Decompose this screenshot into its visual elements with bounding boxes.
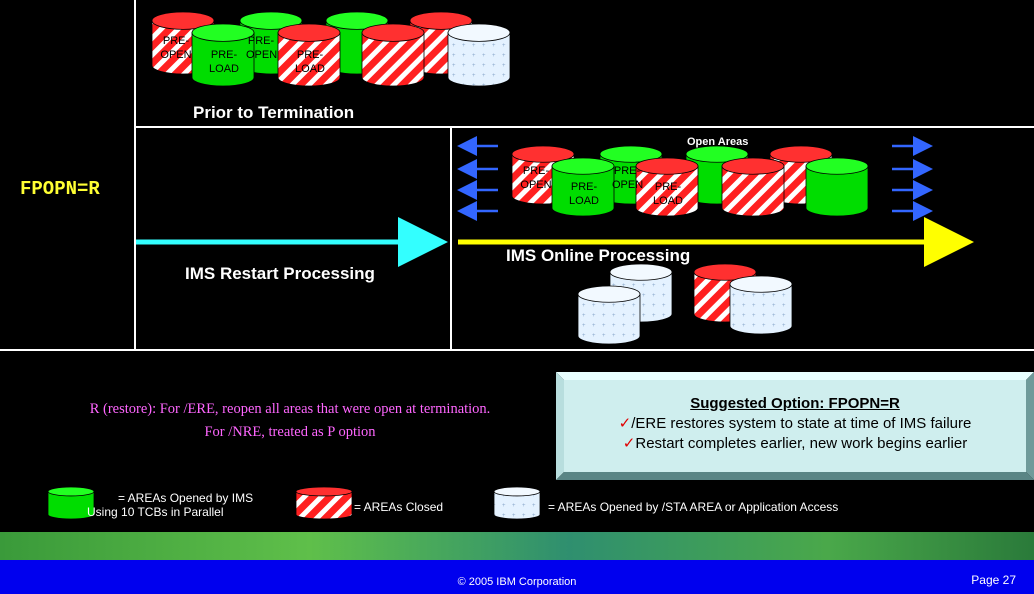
divider-bottom — [0, 349, 1034, 351]
divider-left — [134, 0, 136, 350]
drum-closed — [361, 23, 425, 87]
drum-sta-open — [447, 23, 511, 87]
open-areas-label: Open Areas — [687, 136, 749, 148]
ims-restart-label: IMS Restart Processing — [185, 264, 375, 283]
drum-preload-closed — [277, 23, 341, 87]
drum-sta-open — [577, 285, 641, 345]
suggested-bullet-2: ✓Restart completes earlier, new work beg… — [622, 435, 968, 452]
drum-sta-open — [729, 275, 793, 335]
legend-blue-icon — [493, 486, 541, 520]
copyright: © 2005 IBM Corporation — [457, 576, 577, 588]
bevel-frame — [556, 372, 1034, 480]
drum-closed — [721, 157, 785, 217]
legend-blue-label: = AREAs Opened by /STA AREA or Applicati… — [548, 500, 839, 514]
legend-green-icon — [47, 486, 95, 520]
drum-label-preopen: PRE- OPEN — [246, 35, 278, 61]
page-number: Page 27 — [971, 573, 1016, 587]
legend-closed-icon — [295, 486, 353, 520]
legend-green-label: = AREAs Opened by IMS Using 10 TCBs in P… — [87, 491, 254, 519]
drum-label-preopen: PRE- OPEN — [612, 165, 644, 191]
blue-arrows-left — [457, 136, 498, 221]
ims-online-label: IMS Online Processing — [506, 246, 691, 265]
divider-phase — [450, 126, 452, 350]
blue-arrows-right — [892, 136, 933, 221]
drum-label-preload: PRE- LOAD — [295, 49, 325, 75]
legend-closed-label: = AREAs Closed — [354, 500, 444, 514]
drum-label-preload: PRE- LOAD — [569, 181, 599, 207]
restore-description: R (restore): For /ERE, reopen all areas … — [20, 398, 560, 444]
suggested-bullet-1: ✓/ERE restores system to state at time o… — [618, 415, 972, 432]
restore-line-2: For /NRE, treated as P option — [204, 424, 376, 440]
decorative-image-strip — [0, 532, 1034, 560]
drum-label-preopen: PRE- OPEN — [520, 165, 552, 191]
drum-preload — [551, 157, 615, 217]
divider-mid — [134, 126, 1034, 128]
drum-preload — [191, 23, 255, 87]
restore-line-1: R (restore): For /ERE, reopen all areas … — [89, 401, 491, 417]
drum-preload-closed — [635, 157, 699, 217]
check-icon: ✓ — [622, 435, 636, 452]
drum-label-preopen: PRE- OPEN — [160, 35, 192, 61]
fpopn-label: FPOPN=R — [20, 178, 100, 200]
prior-to-termination-label: Prior to Termination — [193, 103, 355, 122]
check-icon: ✓ — [618, 415, 632, 432]
drum-label-preload: PRE- LOAD — [209, 49, 239, 75]
footer-bar: © 2005 IBM Corporation Page 27 — [0, 560, 1034, 594]
suggested-option-title: Suggested Option: FPOPN=R — [690, 395, 900, 412]
drum-open — [805, 157, 869, 217]
drum-label-preload: PRE- LOAD — [653, 181, 683, 207]
suggested-option-box: Suggested Option: FPOPN=R ✓/ERE restores… — [556, 372, 1034, 480]
